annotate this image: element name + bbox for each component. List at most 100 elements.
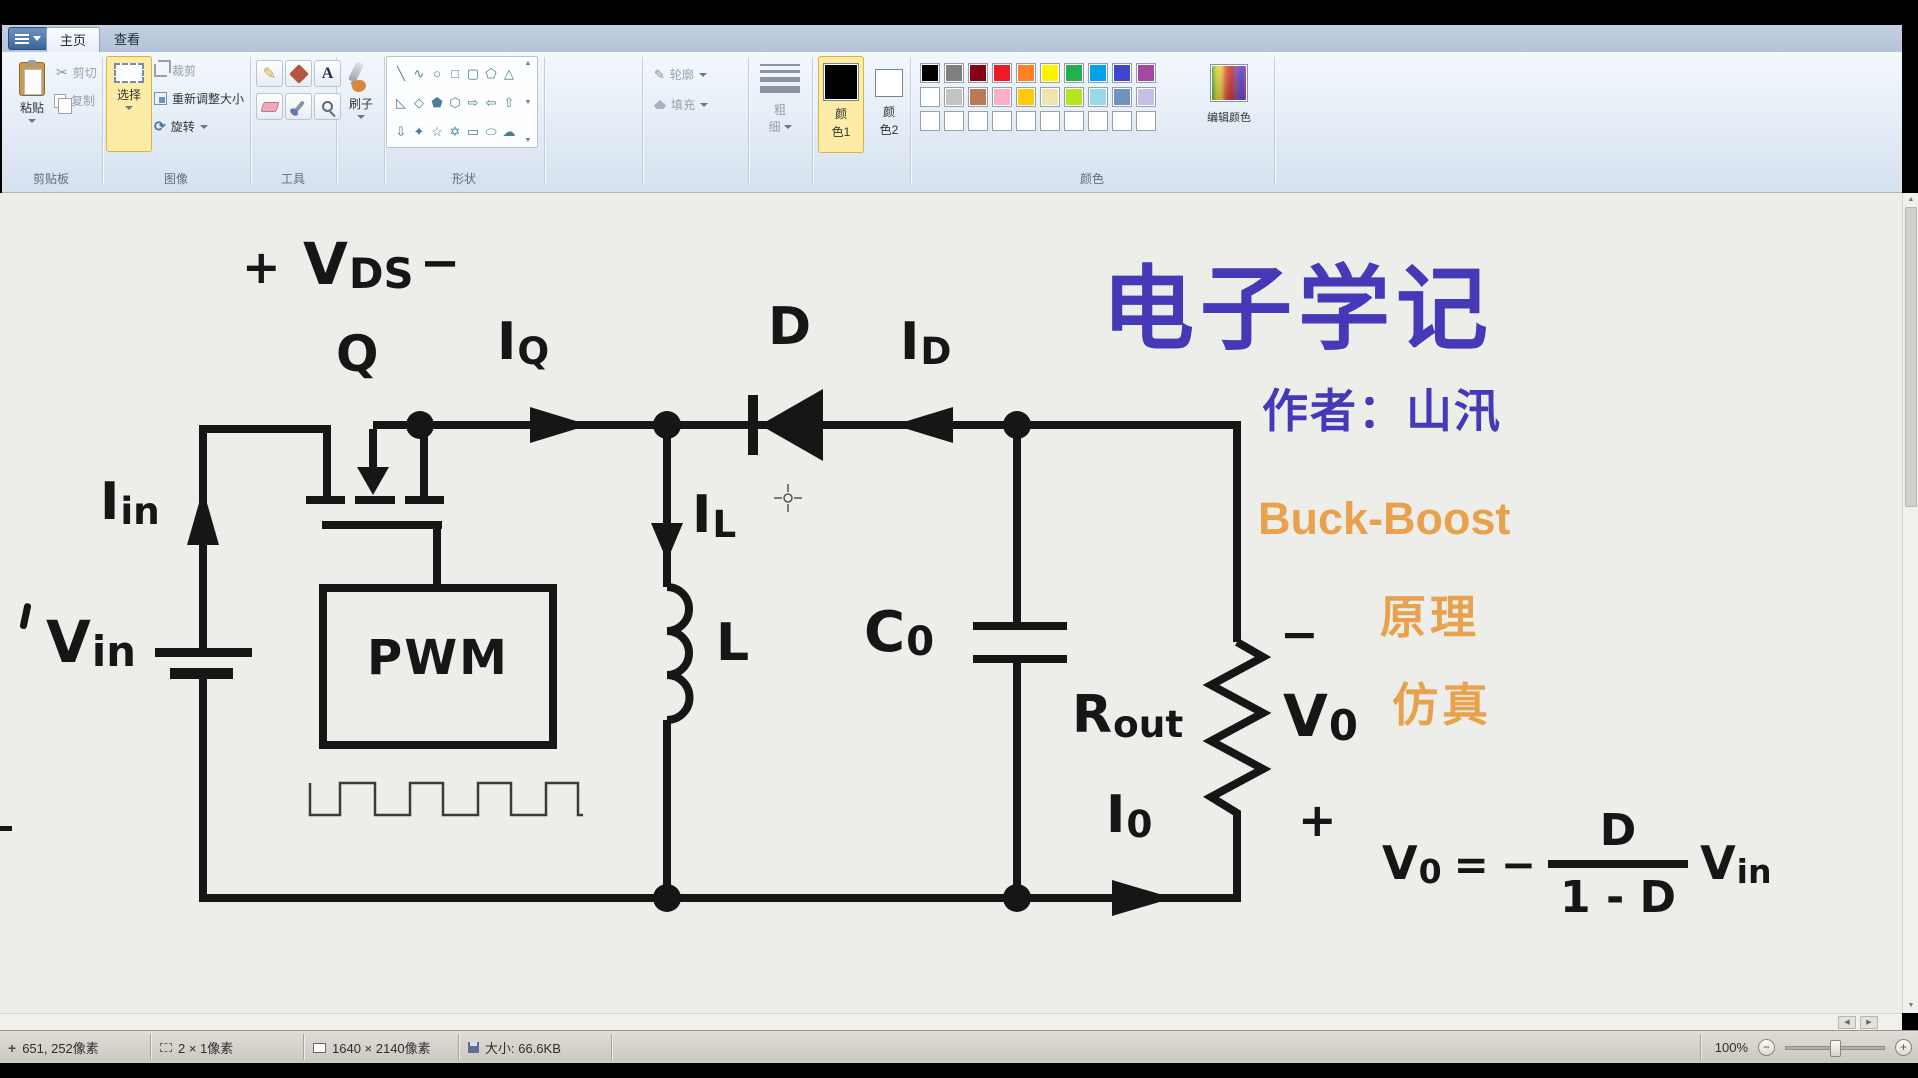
edit-colors-button[interactable]: 编辑颜色 bbox=[1192, 58, 1266, 125]
color1-label-line2: 色1 bbox=[831, 125, 851, 139]
vertical-scrollbar[interactable]: ▲ ▼ bbox=[1902, 193, 1918, 1013]
shape-button[interactable]: ⇩ bbox=[395, 123, 407, 139]
line-size-button[interactable]: 粗 细 bbox=[754, 64, 806, 135]
select-button[interactable]: 选择 bbox=[106, 56, 152, 152]
palette-empty-slot[interactable] bbox=[1040, 111, 1060, 131]
shape-button[interactable]: ⬠ bbox=[485, 65, 497, 81]
shape-button[interactable]: ▢ bbox=[466, 65, 480, 81]
crop-button[interactable]: 裁剪 bbox=[154, 60, 196, 79]
shape-button[interactable]: ⬟ bbox=[431, 94, 443, 110]
palette-color[interactable] bbox=[944, 87, 964, 107]
tab-home[interactable]: 主页 bbox=[46, 27, 101, 52]
color-picker-tool-button[interactable] bbox=[285, 93, 312, 120]
mosfet-gate-bar bbox=[322, 521, 442, 529]
palette-color[interactable] bbox=[920, 63, 940, 83]
cut-button[interactable]: 剪切 bbox=[56, 64, 97, 81]
shape-button[interactable]: ▭ bbox=[466, 123, 480, 139]
color2-label-line1: 颜 bbox=[882, 105, 895, 119]
paint-canvas[interactable]: + V DS − Q I Q D I D I in V in I L L C bbox=[0, 193, 1902, 1013]
palette-color[interactable] bbox=[992, 87, 1012, 107]
vertical-scroll-thumb[interactable] bbox=[1905, 207, 1917, 507]
shape-button[interactable]: ⇧ bbox=[503, 94, 515, 110]
shape-button[interactable]: ◇ bbox=[414, 94, 424, 110]
shapes-group-label: 形状 bbox=[451, 172, 476, 186]
shape-button[interactable]: ☁ bbox=[502, 123, 516, 139]
zoom-slider-handle[interactable] bbox=[1830, 1039, 1841, 1057]
shape-outline-button[interactable]: 轮廓 bbox=[654, 66, 707, 83]
palette-color[interactable] bbox=[968, 87, 988, 107]
palette-color[interactable] bbox=[944, 63, 964, 83]
palette-color[interactable] bbox=[1088, 63, 1108, 83]
palette-color[interactable] bbox=[1136, 63, 1156, 83]
tab-view[interactable]: 查看 bbox=[114, 32, 141, 47]
id-arrowhead bbox=[894, 407, 953, 443]
formula-rhs-main: V bbox=[1700, 836, 1736, 891]
palette-color[interactable] bbox=[1112, 63, 1132, 83]
palette-color[interactable] bbox=[1088, 87, 1108, 107]
palette-empty-slot[interactable] bbox=[1136, 111, 1156, 131]
shape-button[interactable]: ◺ bbox=[396, 94, 406, 110]
shape-button[interactable]: □ bbox=[451, 66, 459, 81]
shape-button[interactable]: ∿ bbox=[413, 65, 425, 81]
shape-button[interactable]: ⬡ bbox=[449, 94, 461, 110]
shape-button[interactable]: ⇨ bbox=[467, 94, 479, 110]
resistor-zigzag bbox=[1202, 638, 1272, 898]
palette-empty-slot[interactable] bbox=[968, 111, 988, 131]
resize-button[interactable]: 重新调整大小 bbox=[154, 90, 244, 107]
palette-color[interactable] bbox=[920, 87, 940, 107]
zoom-in-button[interactable]: + bbox=[1895, 1039, 1912, 1056]
application-menu-button[interactable] bbox=[8, 27, 48, 50]
palette-color[interactable] bbox=[1040, 63, 1060, 83]
palette-color[interactable] bbox=[1136, 87, 1156, 107]
palette-empty-slot[interactable] bbox=[1112, 111, 1132, 131]
palette-empty-slot[interactable] bbox=[1088, 111, 1108, 131]
shape-button[interactable]: ⇦ bbox=[485, 94, 497, 110]
text-tool-button[interactable]: A bbox=[314, 60, 341, 87]
color2-button[interactable]: 颜 色2 bbox=[868, 56, 910, 153]
palette-color[interactable] bbox=[992, 63, 1012, 83]
v0-sub: 0 bbox=[1328, 701, 1358, 751]
horizontal-scrollbar[interactable]: ◀ ▶ bbox=[0, 1013, 1902, 1030]
palette-color[interactable] bbox=[1016, 87, 1036, 107]
shape-button[interactable]: ✡ bbox=[449, 123, 461, 139]
shapes-scrollbar[interactable]: ▲ ▼ ▼ bbox=[522, 60, 534, 144]
palette-empty-slot[interactable] bbox=[1016, 111, 1036, 131]
shape-button[interactable]: ○ bbox=[433, 66, 441, 81]
scroll-up-icon[interactable]: ▲ bbox=[1907, 196, 1915, 203]
shape-button[interactable]: ⬭ bbox=[485, 123, 497, 139]
rout-main: R bbox=[1072, 685, 1113, 745]
color1-button[interactable]: 颜 色1 bbox=[818, 56, 864, 153]
shape-button[interactable]: ╲ bbox=[397, 65, 405, 81]
shape-button[interactable]: ✦ bbox=[413, 123, 425, 139]
palette-color[interactable] bbox=[968, 63, 988, 83]
brush-icon bbox=[350, 62, 372, 92]
zoom-out-button[interactable]: − bbox=[1758, 1039, 1775, 1056]
pencil-tool-button[interactable] bbox=[256, 60, 283, 87]
palette-empty-slot[interactable] bbox=[944, 111, 964, 131]
eraser-tool-button[interactable] bbox=[256, 93, 283, 120]
fill-tool-button[interactable] bbox=[285, 60, 312, 87]
shape-fill-button[interactable]: 填充 bbox=[654, 96, 709, 113]
vds-sub: DS bbox=[348, 249, 414, 299]
magnifier-tool-button[interactable] bbox=[314, 93, 341, 120]
palette-color[interactable] bbox=[1040, 87, 1060, 107]
palette-empty-slot[interactable] bbox=[1064, 111, 1084, 131]
brushes-button[interactable]: 刷子 bbox=[339, 56, 383, 152]
palette-empty-slot[interactable] bbox=[992, 111, 1012, 131]
shape-button[interactable]: ☆ bbox=[431, 123, 443, 139]
rotate-button[interactable]: 旋转 bbox=[154, 118, 208, 135]
zoom-slider-track[interactable] bbox=[1785, 1039, 1885, 1057]
shape-button[interactable]: △ bbox=[504, 65, 514, 81]
paste-button[interactable]: 粘贴 bbox=[10, 56, 54, 152]
scroll-down-icon[interactable]: ▼ bbox=[1907, 1002, 1915, 1009]
copy-button[interactable]: 复制 bbox=[54, 92, 95, 114]
cursor-position-icon: + bbox=[8, 1039, 17, 1056]
group-separator bbox=[102, 57, 103, 184]
palette-color[interactable] bbox=[1064, 63, 1084, 83]
palette-color[interactable] bbox=[1112, 87, 1132, 107]
palette-color[interactable] bbox=[1064, 87, 1084, 107]
palette-empty-slot[interactable] bbox=[920, 111, 940, 131]
palette-color[interactable] bbox=[1016, 63, 1036, 83]
scroll-right-icon[interactable]: ▶ bbox=[1860, 1016, 1878, 1029]
scroll-left-icon[interactable]: ◀ bbox=[1838, 1016, 1856, 1029]
